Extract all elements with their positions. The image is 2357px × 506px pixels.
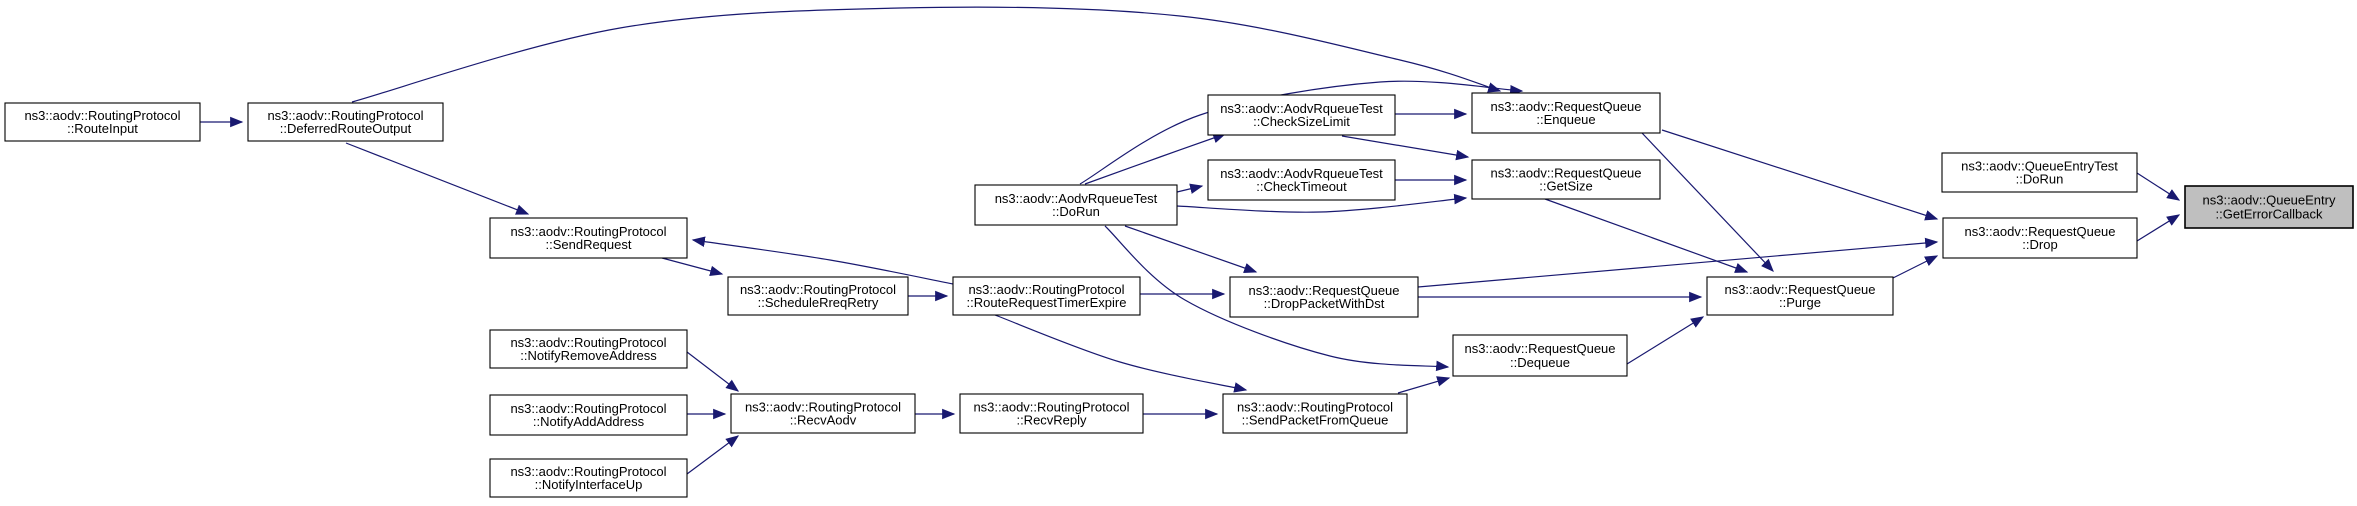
node-deferred-route-output[interactable]: ns3::aodv::RoutingProtocol::DeferredRout… — [247, 102, 444, 142]
node-box-purge[interactable] — [1706, 276, 1894, 316]
node-box-route-input[interactable] — [4, 102, 201, 142]
edge-deferred-route-output-to-enqueue — [351, 6, 1502, 103]
edge-dequeue-to-purge — [1626, 316, 1705, 365]
edge-get-size-to-purge — [1544, 198, 1749, 273]
node-box-queue-entry-test-dorun[interactable] — [1941, 152, 2138, 193]
node-route-input[interactable]: ns3::aodv::RoutingProtocol::RouteInput — [4, 102, 201, 142]
node-box-check-timeout[interactable] — [1207, 159, 1396, 201]
edge-aodv-rqueue-test-dorun-to-check-timeout — [1176, 183, 1204, 194]
node-notify-add-address[interactable]: ns3::aodv::RoutingProtocol::NotifyAddAdd… — [489, 394, 688, 436]
edge-aodv-rqueue-test-dorun-to-get-size — [1176, 193, 1468, 213]
edge-send-request-to-schedule-rreq-retry — [661, 257, 724, 277]
edge-enqueue-to-drop — [1661, 129, 1939, 221]
node-purge[interactable]: ns3::aodv::RequestQueue::Purge — [1706, 276, 1894, 316]
node-drop[interactable]: ns3::aodv::RequestQueue::Drop — [1942, 217, 2138, 259]
edge-route-request-timer-expire-to-send-request — [691, 236, 954, 285]
node-box-drop[interactable] — [1942, 217, 2138, 259]
edge-notify-interface-up-to-recv-aodv — [686, 435, 740, 475]
edge-check-size-limit-to-get-size — [1341, 135, 1470, 161]
node-enqueue[interactable]: ns3::aodv::RequestQueue::Enqueue — [1471, 92, 1661, 134]
node-box-notify-add-address[interactable] — [489, 394, 688, 436]
edge-enqueue-to-purge — [1641, 132, 1774, 272]
node-box-recv-reply[interactable] — [959, 393, 1144, 434]
edge-aodv-rqueue-test-dorun-to-check-size-limit — [1084, 132, 1227, 185]
edge-aodv-rqueue-test-dorun-to-drop-packet-with-dst — [1124, 225, 1258, 274]
edge-drop-packet-with-dst-to-drop — [1417, 237, 1939, 288]
node-recv-reply[interactable]: ns3::aodv::RoutingProtocol::RecvReply — [959, 393, 1144, 434]
node-box-notify-remove-address[interactable] — [489, 329, 688, 369]
node-box-dequeue[interactable] — [1452, 334, 1628, 377]
edge-deferred-route-output-to-send-request — [345, 142, 530, 215]
node-queue-entry-test-dorun[interactable]: ns3::aodv::QueueEntryTest::DoRun — [1941, 152, 2138, 193]
node-send-packet-from-queue[interactable]: ns3::aodv::RoutingProtocol::SendPacketFr… — [1222, 393, 1408, 434]
edge-queue-entry-test-dorun-to-get-error-callback — [2136, 172, 2181, 201]
node-get-error-callback[interactable]: ns3::aodv::QueueEntry::GetErrorCallback — [2184, 185, 2354, 229]
edge-purge-to-drop — [1892, 255, 1939, 279]
node-notify-remove-address[interactable]: ns3::aodv::RoutingProtocol::NotifyRemove… — [489, 329, 688, 369]
node-box-enqueue[interactable] — [1471, 92, 1661, 134]
node-check-timeout[interactable]: ns3::aodv::AodvRqueueTest::CheckTimeout — [1207, 159, 1396, 201]
edge-aodv-rqueue-test-dorun-to-enqueue — [1079, 80, 1524, 185]
node-box-send-request[interactable] — [489, 217, 688, 259]
node-route-request-timer-expire[interactable]: ns3::aodv::RoutingProtocol::RouteRequest… — [952, 276, 1141, 316]
edge-route-request-timer-expire-to-send-packet-from-queue — [994, 314, 1248, 393]
edge-notify-remove-address-to-recv-aodv — [686, 351, 740, 392]
node-box-get-size[interactable] — [1471, 159, 1661, 200]
node-notify-interface-up[interactable]: ns3::aodv::RoutingProtocol::NotifyInterf… — [489, 458, 688, 498]
node-box-schedule-rreq-retry[interactable] — [727, 276, 909, 316]
node-drop-packet-with-dst[interactable]: ns3::aodv::RequestQueue::DropPacketWithD… — [1229, 276, 1419, 318]
node-box-check-size-limit[interactable] — [1207, 94, 1396, 136]
node-schedule-rreq-retry[interactable]: ns3::aodv::RoutingProtocol::ScheduleRreq… — [727, 276, 909, 316]
node-check-size-limit[interactable]: ns3::aodv::AodvRqueueTest::CheckSizeLimi… — [1207, 94, 1396, 136]
node-aodv-rqueue-test-dorun[interactable]: ns3::aodv::AodvRqueueTest::DoRun — [974, 184, 1178, 226]
edge-drop-to-get-error-callback — [2136, 214, 2181, 242]
node-send-request[interactable]: ns3::aodv::RoutingProtocol::SendRequest — [489, 217, 688, 259]
node-get-size[interactable]: ns3::aodv::RequestQueue::GetSize — [1471, 159, 1661, 200]
node-box-route-request-timer-expire[interactable] — [952, 276, 1141, 316]
edge-send-packet-from-queue-to-dequeue — [1397, 376, 1451, 394]
node-recv-aodv[interactable]: ns3::aodv::RoutingProtocol::RecvAodv — [730, 393, 916, 434]
node-box-recv-aodv[interactable] — [730, 393, 916, 434]
node-box-send-packet-from-queue[interactable] — [1222, 393, 1408, 434]
edge-aodv-rqueue-test-dorun-to-dequeue — [1104, 225, 1450, 372]
node-box-aodv-rqueue-test-dorun[interactable] — [974, 184, 1178, 226]
node-dequeue[interactable]: ns3::aodv::RequestQueue::Dequeue — [1452, 334, 1628, 377]
node-box-get-error-callback[interactable] — [2184, 185, 2354, 229]
node-box-deferred-route-output[interactable] — [247, 102, 444, 142]
node-box-drop-packet-with-dst[interactable] — [1229, 276, 1419, 318]
node-box-notify-interface-up[interactable] — [489, 458, 688, 498]
